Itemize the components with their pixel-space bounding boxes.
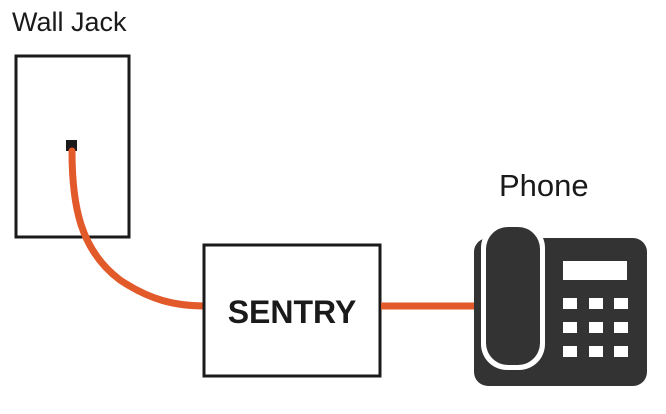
phone-label: Phone bbox=[499, 168, 589, 203]
sentry-label: SENTRY bbox=[228, 294, 357, 330]
sentry-box bbox=[202, 243, 382, 378]
wall-jack-plate bbox=[14, 54, 131, 239]
desk-phone-icon bbox=[474, 222, 647, 386]
jack-port-icon bbox=[66, 140, 77, 151]
wall-jack-label: Wall Jack bbox=[12, 7, 127, 37]
cable-jack-to-sentry bbox=[68, 147, 209, 310]
